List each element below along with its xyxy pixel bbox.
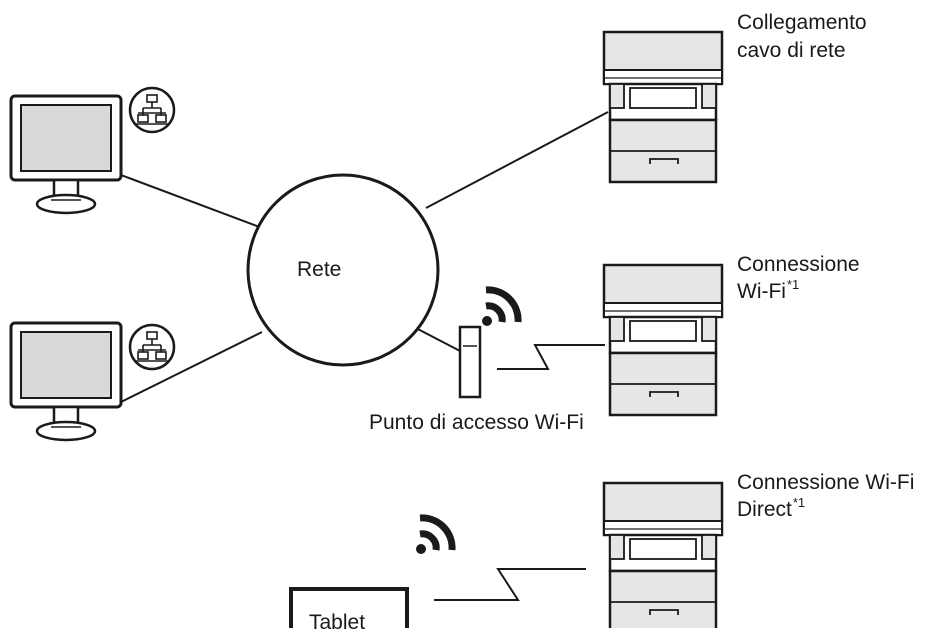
tablet-icon [289,587,409,628]
network-label: Rete [297,258,342,281]
printer-3-footnote: *1 [792,495,806,510]
link-network-accesspoint [411,325,463,353]
wireless-access-point-icon [458,325,482,399]
wifi-signal-icon [482,290,518,326]
computer-2-icon [9,321,123,442]
multifunction-printer-1-icon [602,30,724,184]
printer-3-label-line1: Connessione Wi-Fi [737,471,915,494]
lan-network-icon [128,86,176,134]
multifunction-printer-2-icon [602,263,724,417]
printer-2-label-line1: Connessione [737,253,860,276]
link-pc1-network [120,174,263,229]
access-point-label: Punto di accesso Wi-Fi [369,411,584,434]
link-pc2-network [120,331,263,403]
printer-1-label-line1: Collegamento [737,11,867,34]
printer-2-label-line2: Wi-Fi*1 [737,277,800,307]
multifunction-printer-3-icon [602,481,724,628]
tablet-label: Tablet [309,611,366,634]
computer-1-icon [9,94,123,215]
lan-network-icon [128,323,176,371]
printer-2-label-text: Wi-Fi [737,280,786,303]
printer-1-label-line2: cavo di rete [737,39,846,62]
wireless-link-accesspoint-printer2 [497,344,605,370]
printer-2-footnote: *1 [786,277,800,292]
printer-3-label-line2: Direct*1 [737,495,806,525]
wireless-link-tablet-printer3 [434,568,586,601]
printer-3-label-text: Direct [737,498,792,521]
wifi-signal-icon [416,518,452,554]
network-circle [246,173,440,367]
link-network-printer1 [425,111,609,209]
